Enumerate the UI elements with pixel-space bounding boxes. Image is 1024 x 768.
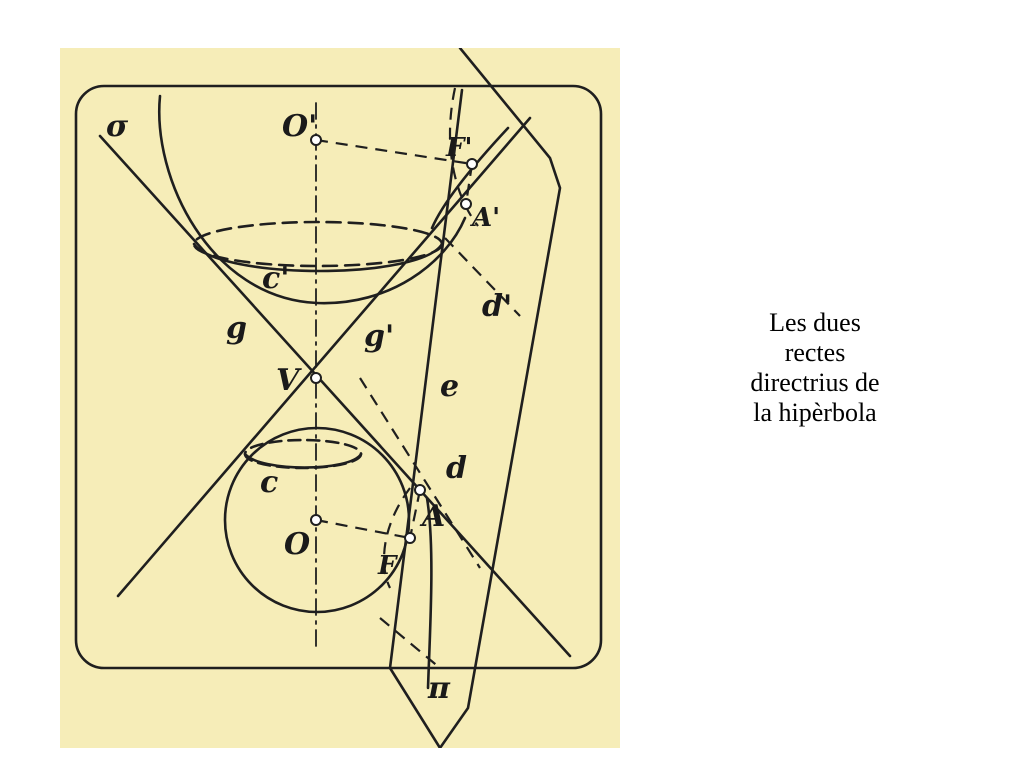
label-A: A (419, 499, 445, 534)
label-O-prime: O' (282, 109, 317, 144)
label-e: e (440, 369, 459, 404)
caption-line: Les dues (769, 308, 861, 337)
label-A-prime: A' (469, 203, 500, 233)
label-g-prime: g' (364, 319, 394, 354)
plane-pi-bottom-edge (388, 666, 442, 748)
caption-line: directrius de (750, 368, 880, 397)
pi-hidden-edge (379, 617, 441, 669)
label-d-prime: d' (482, 289, 512, 324)
point-O-prime (310, 134, 322, 146)
circle-c-front (243, 452, 363, 469)
label-c-prime: c' (262, 261, 289, 296)
point-F-prime (466, 158, 478, 170)
caption: Les dues rectes directrius de la hipèrbo… (700, 308, 930, 428)
point-A (414, 484, 426, 496)
plane-pi-outline (438, 48, 562, 748)
label-pi: π (427, 671, 451, 706)
segment-O-F (315, 518, 411, 540)
label-sigma: σ (106, 109, 129, 144)
paper-background (60, 48, 620, 748)
label-F-prime: F' (445, 133, 472, 163)
plane-pi-edge-left (388, 88, 464, 670)
point-F (404, 532, 416, 544)
segment-A-F (408, 489, 422, 539)
caption-line: rectes (784, 338, 846, 367)
label-F: F (377, 551, 398, 581)
hyperbola-upper-branch (430, 126, 510, 230)
label-O: O (284, 527, 310, 562)
point-V (310, 372, 322, 384)
generator-g (98, 134, 572, 658)
dandelin-spheres-diagram: σ O' F' A' c' d' g g' V e c d A O F π (60, 48, 620, 748)
circle-c-prime-lower (192, 242, 444, 273)
label-g: g (226, 311, 247, 346)
point-A-prime (460, 198, 472, 210)
label-d: d (446, 451, 467, 486)
directrix-d (359, 377, 481, 569)
label-V: V (276, 363, 302, 398)
point-O (310, 514, 322, 526)
directrix-d-prime (444, 237, 521, 317)
label-c: c (260, 465, 278, 500)
segment-O-prime-F-prime (315, 138, 473, 166)
upper-tangent-circle-dashed (448, 87, 479, 227)
segment-F-prime-A-prime (464, 163, 474, 205)
lower-tangent-circle-dashed (382, 487, 411, 589)
caption-line: la hipèrbola (753, 398, 877, 427)
upper-sphere-arc (157, 94, 467, 305)
lower-sphere (223, 426, 411, 614)
plane-sigma-outline (74, 84, 603, 670)
hyperbola-lower-branch (425, 496, 433, 690)
